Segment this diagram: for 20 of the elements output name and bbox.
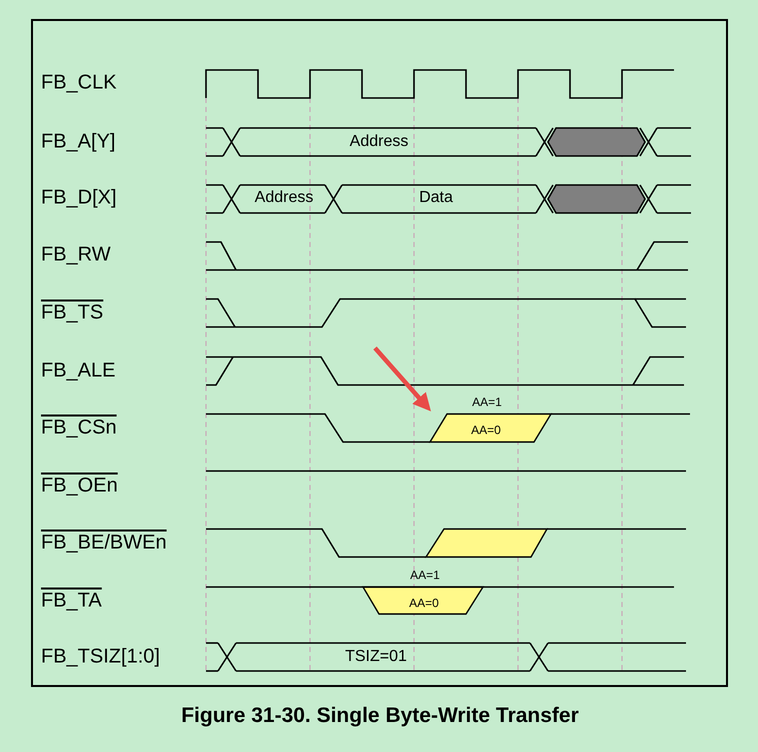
signal-name: FB_A[Y] bbox=[41, 130, 116, 154]
condition-label: AA=0 bbox=[409, 597, 439, 611]
bus-value-label: Address bbox=[350, 132, 408, 152]
signal-name: FB_TA bbox=[41, 590, 102, 612]
signal-name: FB_RW bbox=[41, 244, 111, 266]
signal-name: FB_BE/BWEn bbox=[41, 532, 167, 554]
bus-value-label: Address bbox=[254, 188, 314, 208]
signal-name: FB_TS bbox=[41, 302, 104, 324]
signal-name: FB_CSn bbox=[41, 416, 117, 440]
signal-name: FB_D[X] bbox=[41, 186, 117, 210]
signal-name: FB_CLK bbox=[41, 72, 117, 94]
signal-name: FB_TSIZ[1:0] bbox=[41, 646, 160, 668]
condition-label: AA=1 bbox=[410, 569, 440, 583]
figure-caption: Figure 31-30. Single Byte-Write Transfer bbox=[181, 704, 579, 728]
signal-name: FB_ALE bbox=[41, 360, 116, 382]
condition-label: AA=1 bbox=[472, 396, 502, 410]
signal-name: FB_OEn bbox=[41, 474, 118, 498]
bus-value-label: Data bbox=[419, 188, 453, 208]
bus-value-label: TSIZ=01 bbox=[345, 648, 407, 666]
condition-label: AA=0 bbox=[471, 424, 501, 438]
